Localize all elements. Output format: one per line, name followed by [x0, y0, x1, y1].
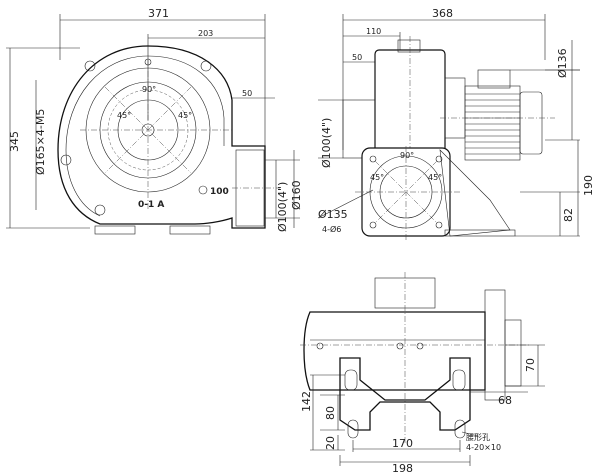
side-view: 368 110 50 Ø136 Ø100(4"): [317, 7, 595, 240]
model-label: 0-1 A: [138, 200, 164, 210]
angle-side-90: 90°: [400, 151, 414, 160]
dim-bottom-20: 20: [324, 436, 337, 450]
dim-total-height: 190: [582, 175, 595, 196]
dim-flange-diameter: Ø135: [318, 208, 348, 221]
dim-side-length: 368: [432, 7, 453, 20]
dim-bottom-80: 80: [324, 406, 337, 420]
dim-motor-diameter: Ø136: [556, 48, 569, 78]
brand-number: 100: [210, 187, 229, 197]
angle-front-45-right: 45°: [178, 111, 192, 120]
dim-bottom-198: 198: [392, 462, 413, 474]
dim-side-inlet: Ø100(4"): [320, 118, 333, 168]
dim-bolt-circle: Ø165×4-M5: [34, 109, 47, 175]
dim-bottom-142: 142: [300, 391, 313, 412]
dim-flange-holes: 4-Ø6: [322, 224, 341, 234]
dim-bottom-70: 70: [524, 358, 537, 372]
bottom-view: 142 80 20 70 68 170 198 腰形孔 4-20×10: [300, 272, 545, 474]
angle-front-90: 90°: [142, 85, 156, 94]
front-view: 371 203 345 Ø165×4-M5 90° 4: [6, 7, 303, 235]
dim-front-width: 371: [148, 7, 169, 20]
dim-bottom-68: 68: [498, 394, 512, 407]
dim-inlet-length: 110: [366, 27, 381, 36]
slot-label: 腰形孔: [466, 433, 490, 442]
dim-front-height: 345: [8, 131, 21, 152]
dim-bottom-170: 170: [392, 437, 413, 450]
dim-outlet-diameter: Ø100(4"): [276, 182, 289, 232]
slot-spec: 4-20×10: [466, 443, 501, 452]
dim-outlet-flange: Ø160: [290, 180, 303, 210]
angle-side-45-right: 45°: [428, 173, 442, 182]
dim-inlet-offset: 50: [352, 53, 362, 62]
angle-side-45-left: 45°: [370, 173, 384, 182]
dim-center-height: 82: [562, 208, 575, 222]
dim-outlet-offset: 50: [242, 89, 252, 98]
dim-front-inner: 203: [198, 29, 213, 38]
angle-front-45-left: 45°: [117, 111, 131, 120]
